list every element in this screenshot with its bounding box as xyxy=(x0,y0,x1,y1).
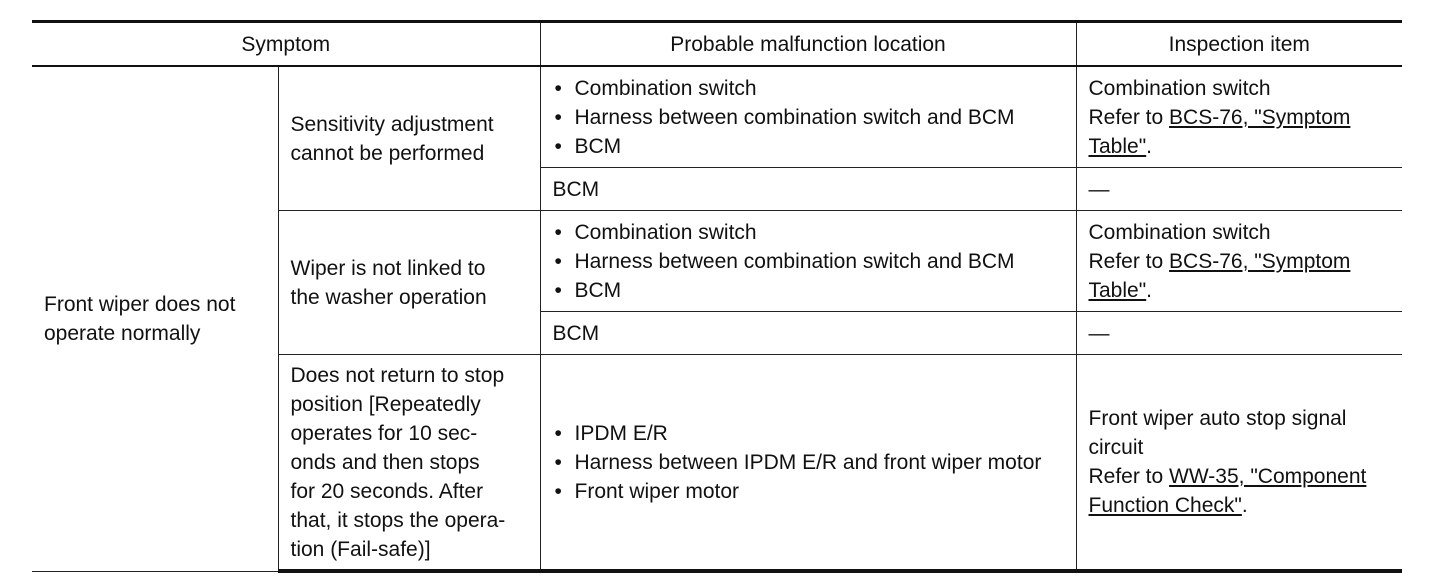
list-item: •Harness between combination switch and … xyxy=(553,103,1064,132)
reference-link[interactable]: BCS-76, "Symptom Table" xyxy=(1088,249,1351,302)
bullet-icon: • xyxy=(554,450,562,474)
header-symptom: Symptom xyxy=(32,20,541,67)
refer-prefix: Refer to xyxy=(1088,105,1170,129)
bullet-icon: • xyxy=(554,479,562,503)
main-symptom-cell: Front wiper does not operate normally xyxy=(32,65,279,572)
bullet-icon: • xyxy=(554,278,562,302)
inspection-cell: Front wiper auto stop signal circuit Ref… xyxy=(1075,354,1402,573)
inspection-cell: Combination switch Refer to BCS-76, "Sym… xyxy=(1075,210,1402,312)
list-item: •Harness between IPDM E/R and front wipe… xyxy=(553,448,1064,477)
sub-symptom-line: the washer operation xyxy=(290,285,487,309)
inspection-cell: Combination switch Refer to BCS-76, "Sym… xyxy=(1075,65,1402,168)
inspection-title: Combination switch xyxy=(1088,76,1271,100)
sub-symptom-line: Sensitivity adjustment xyxy=(290,112,494,136)
symptom-table: Symptom Probable malfunction location In… xyxy=(32,20,1402,573)
location-cell: •Combination switch •Harness between com… xyxy=(539,65,1077,168)
refer-suffix: . xyxy=(1146,278,1153,302)
main-symptom-line: Front wiper does not xyxy=(44,292,236,316)
bullet-icon: • xyxy=(554,220,562,244)
sub-symptom-cell: Sensitivity adjustment cannot be perform… xyxy=(277,65,541,211)
list-item: •Harness between combination switch and … xyxy=(553,247,1064,276)
location-cell: •Combination switch •Harness between com… xyxy=(539,210,1077,312)
sub-symptom-line: Does not return to stop xyxy=(290,363,505,387)
list-item: •Combination switch xyxy=(553,218,1064,247)
header-row: Symptom Probable malfunction location In… xyxy=(32,20,1402,67)
refer-suffix: . xyxy=(1241,494,1248,517)
bullet-icon: • xyxy=(554,105,562,129)
header-location: Probable malfunction location xyxy=(539,20,1077,67)
main-symptom-line: operate normally xyxy=(44,321,201,345)
bullet-icon: • xyxy=(554,249,562,273)
page: Symptom Probable malfunction location In… xyxy=(32,20,1402,573)
location-list: •Combination switch •Harness between com… xyxy=(553,218,1064,305)
sub-symptom-line: onds and then stops xyxy=(290,450,480,474)
location-list: •Combination switch •Harness between com… xyxy=(553,74,1064,161)
sub-symptom-line: position [Repeatedly xyxy=(290,392,481,416)
bullet-icon: • xyxy=(554,134,562,158)
location-cell: BCM xyxy=(540,311,1077,355)
sub-symptom-cell: Does not return to stop position [Repeat… xyxy=(278,354,541,573)
location-list: •IPDM E/R •Harness between IPDM E/R and … xyxy=(553,419,1064,506)
refer-prefix: Refer to xyxy=(1088,249,1170,273)
list-item: •BCM xyxy=(553,276,1064,305)
sub-symptom-line: Wiper is not linked to xyxy=(290,256,486,280)
bullet-icon: • xyxy=(554,76,562,100)
location-cell: •IPDM E/R •Harness between IPDM E/R and … xyxy=(539,354,1077,573)
sub-symptom-line: that, it stops the opera- xyxy=(290,508,506,532)
list-item: •BCM xyxy=(553,132,1064,161)
inspection-dash: — xyxy=(1075,311,1402,355)
inspection-title: Front wiper auto stop signal circuit xyxy=(1088,407,1347,459)
sub-symptom-line: for 20 seconds. After xyxy=(290,479,484,503)
sub-symptom-cell: Wiper is not linked to the washer operat… xyxy=(278,210,541,355)
bullet-icon: • xyxy=(554,421,562,445)
sub-symptom-line: operates for 10 sec- xyxy=(290,421,478,445)
reference-link[interactable]: WW-35, "Component Function Check" xyxy=(1088,465,1367,517)
inspection-title: Combination switch xyxy=(1088,220,1271,244)
table-row: BCM — xyxy=(32,167,1402,211)
sub-symptom-line: tion (Fail-safe)] xyxy=(290,537,431,561)
reference-link[interactable]: BCS-76, "Symptom Table" xyxy=(1088,105,1351,158)
list-item: •Combination switch xyxy=(553,74,1064,103)
table-row: Does not return to stop position [Repeat… xyxy=(32,354,1402,573)
table-row: BCM — xyxy=(32,311,1402,355)
list-item: •Front wiper motor xyxy=(553,477,1064,506)
inspection-dash: — xyxy=(1075,167,1402,211)
refer-suffix: . xyxy=(1146,134,1153,158)
header-inspection: Inspection item xyxy=(1075,20,1402,67)
location-cell: BCM xyxy=(540,167,1077,211)
table-row: Front wiper does not operate normally Se… xyxy=(32,65,1402,572)
refer-prefix: Refer to xyxy=(1088,465,1170,488)
list-item: •IPDM E/R xyxy=(553,419,1064,448)
sub-symptom-line: cannot be performed xyxy=(290,141,485,165)
